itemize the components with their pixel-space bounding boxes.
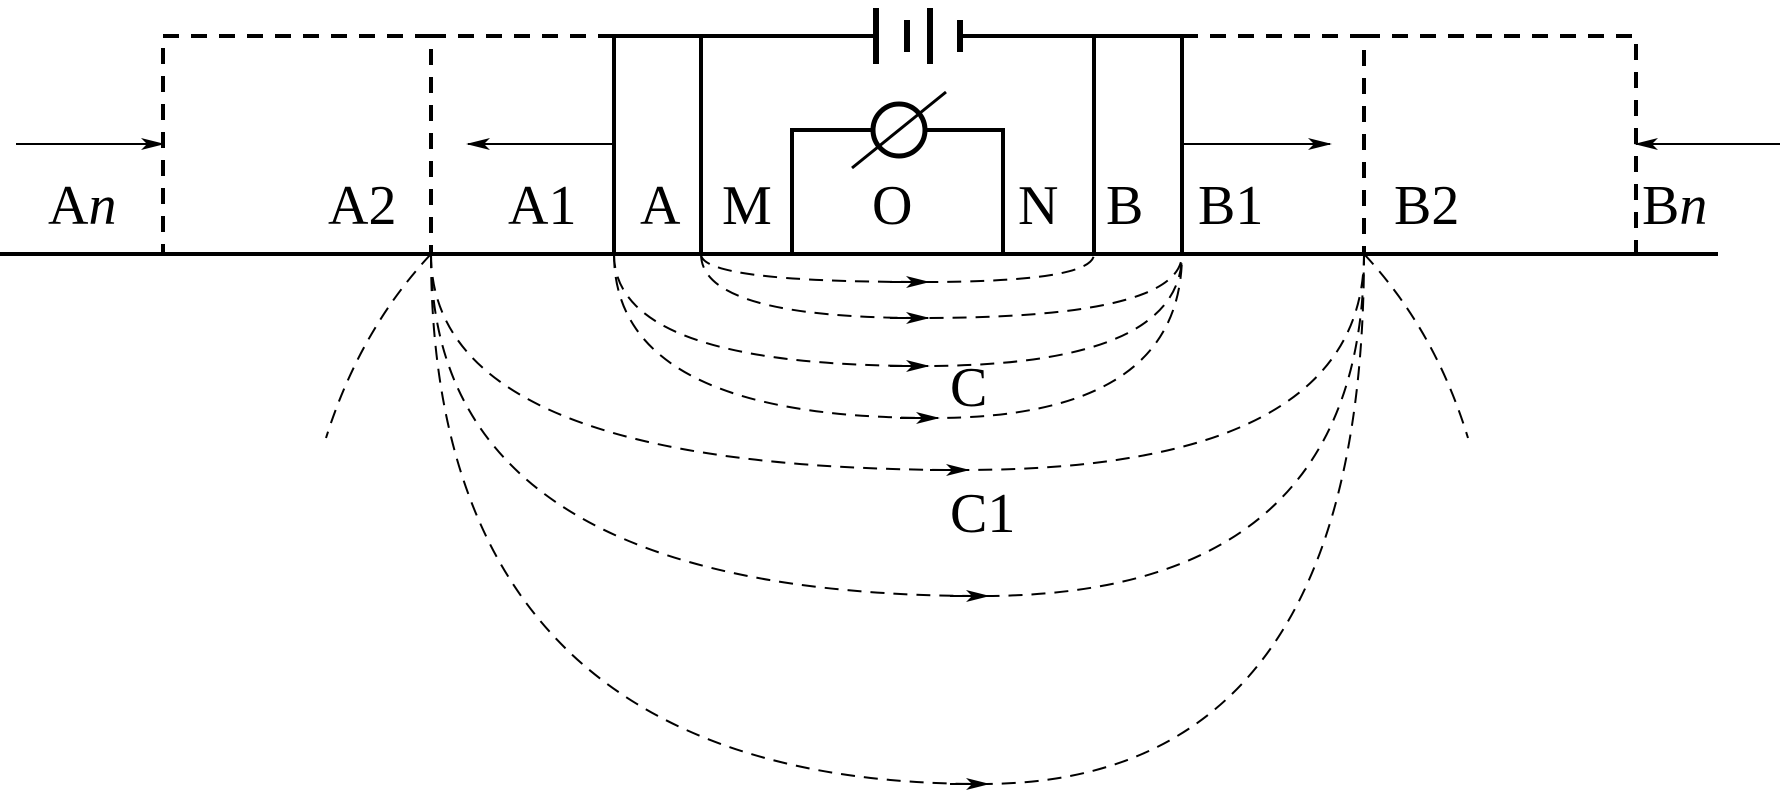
label-a1: A1 [508, 175, 576, 237]
label-bn-letter: B [1642, 175, 1679, 237]
label-an-sub: n [88, 175, 116, 237]
label-b: B [1106, 175, 1143, 237]
voltmeter-needle-icon [851, 90, 947, 170]
field-line-7 [430, 253, 1365, 786]
measuring-circuit [790, 90, 1005, 256]
electrode-an-line [161, 34, 431, 254]
wire-m-to-meter [790, 128, 874, 256]
label-n: N [1018, 175, 1058, 237]
label-m: M [722, 175, 772, 237]
label-a2: A2 [328, 175, 396, 237]
label-b2: B2 [1394, 175, 1459, 237]
label-field-c: C [950, 357, 987, 419]
label-bn: Bn [1642, 175, 1707, 237]
battery-icon [612, 8, 1184, 64]
label-a: A [640, 175, 681, 237]
wire-meter-to-n [924, 128, 1005, 256]
electrode-bn-line [1364, 34, 1638, 254]
label-field-c1: C1 [950, 483, 1015, 545]
field-line-1 [700, 253, 1095, 284]
label-an: An [48, 175, 116, 237]
field-line-3 [613, 253, 1183, 368]
label-bn-sub: n [1679, 175, 1707, 237]
field-line-right-outer [1363, 253, 1469, 439]
field-line-5 [430, 253, 1365, 472]
field-line-4 [613, 253, 1183, 420]
label-an-letter: A [48, 175, 89, 237]
field-line-2 [700, 253, 1183, 320]
field-line-6 [430, 253, 1365, 598]
label-b1: B1 [1198, 175, 1263, 237]
field-line-left-outer [325, 253, 432, 439]
label-o: O [872, 175, 912, 237]
